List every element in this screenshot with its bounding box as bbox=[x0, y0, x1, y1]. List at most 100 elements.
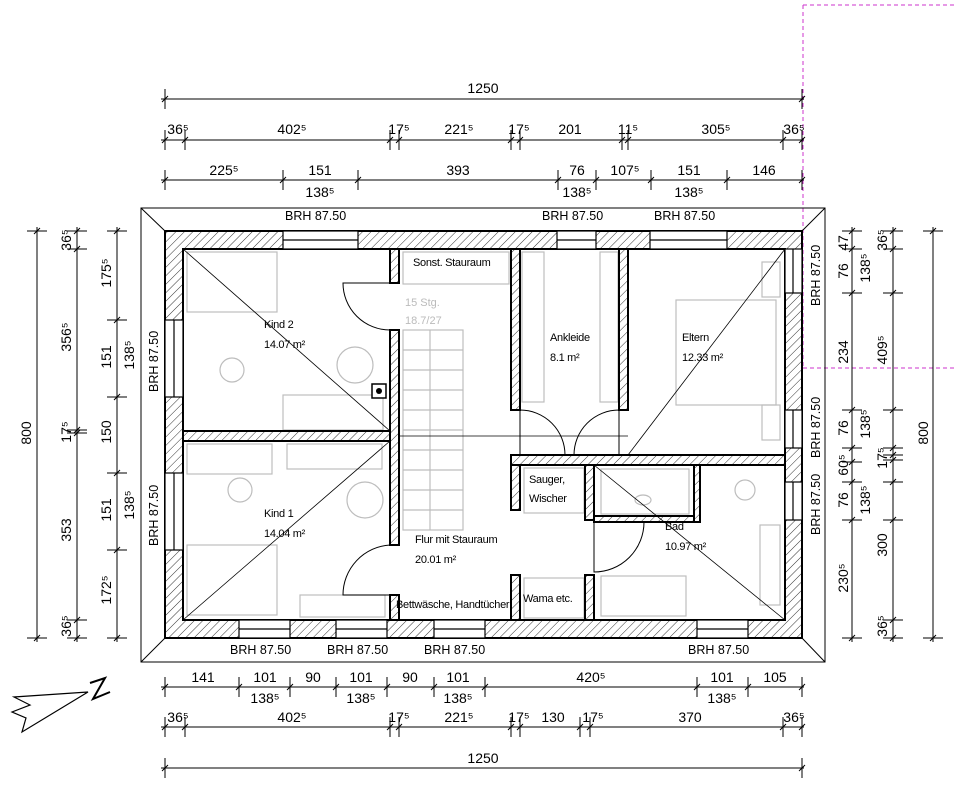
storage-sonst: Sonst. Stauraum bbox=[413, 257, 491, 269]
dim-label: 225⁵ bbox=[209, 162, 238, 178]
dim-label: 101 bbox=[253, 669, 277, 685]
dimension-line bbox=[889, 456, 897, 464]
dimension-line bbox=[383, 683, 391, 691]
dim-label: 17⁵ bbox=[508, 709, 529, 725]
dimension-line bbox=[181, 723, 189, 731]
dim-bottom-total: 1250 bbox=[467, 750, 498, 766]
dimension-line bbox=[848, 444, 856, 452]
storage-wama: Wama etc. bbox=[523, 593, 573, 605]
dim-label: 305⁵ bbox=[701, 121, 730, 137]
dim-label: 17⁵ bbox=[388, 121, 409, 137]
dim-label: 221⁵ bbox=[444, 709, 473, 725]
dimension-line bbox=[779, 136, 787, 144]
brh-label: BRH 87.50 bbox=[147, 485, 161, 546]
dim-label: 138⁵ bbox=[121, 340, 137, 369]
dimension-line bbox=[744, 683, 752, 691]
dimension-line bbox=[161, 764, 169, 772]
brh-label: BRH 87.50 bbox=[688, 643, 749, 657]
dimension-line bbox=[386, 136, 394, 144]
dim-top-total: 1250 bbox=[467, 80, 498, 96]
dimension-line bbox=[798, 95, 806, 103]
dim-label: 90 bbox=[305, 669, 321, 685]
left-dimensions: 800 36⁵ 356⁵ 17⁵ 353 36⁵ 175⁵ 151 150 15… bbox=[18, 229, 137, 636]
dimension-line bbox=[430, 683, 438, 691]
dimension-line bbox=[848, 289, 856, 297]
dim-label: 230⁵ bbox=[835, 563, 851, 592]
dim-label: 36⁵ bbox=[167, 709, 188, 725]
windows[interactable] bbox=[164, 230, 803, 639]
dimension-line bbox=[889, 406, 897, 414]
doors[interactable] bbox=[342, 282, 645, 596]
dimension-line bbox=[848, 245, 856, 253]
dim-label: 141 bbox=[191, 669, 215, 685]
dim-label: 76 bbox=[835, 263, 851, 279]
stair-ratio: 18.7/27 bbox=[405, 315, 442, 327]
dim-label: 138⁵ bbox=[857, 485, 873, 514]
storage-bettwaesche: Bettwäsche, Handtücher bbox=[396, 599, 510, 611]
dim-label: 17⁵ bbox=[582, 709, 603, 725]
dim-label: 101 bbox=[349, 669, 373, 685]
dimension-line bbox=[113, 634, 121, 642]
dim-label: 101 bbox=[446, 669, 470, 685]
dim-label: 138⁵ bbox=[443, 690, 472, 706]
dim-label: 138⁵ bbox=[562, 184, 591, 200]
dimension-line bbox=[889, 516, 897, 524]
dim-label: 138⁵ bbox=[707, 690, 736, 706]
dim-label: 11⁵ bbox=[618, 121, 638, 137]
dimension-line bbox=[647, 176, 655, 184]
dimension-line bbox=[889, 289, 897, 297]
dim-label: 146 bbox=[752, 162, 776, 178]
brh-label: BRH 87.50 bbox=[424, 643, 485, 657]
dimension-line bbox=[395, 136, 403, 144]
dim-label: 300 bbox=[874, 533, 890, 557]
dimension-line bbox=[848, 634, 856, 642]
dim-label: 17⁵ bbox=[874, 447, 890, 468]
dim-label: 172⁵ bbox=[98, 575, 114, 604]
dimension-line bbox=[33, 634, 41, 642]
dim-left-total: 800 bbox=[18, 421, 34, 445]
dim-label: 76 bbox=[569, 162, 585, 178]
dim-label: 138⁵ bbox=[305, 184, 334, 200]
dim-label: 175⁵ bbox=[98, 258, 114, 287]
dimension-line bbox=[161, 683, 169, 691]
dimension-lines bbox=[27, 89, 943, 778]
dim-label: 370 bbox=[678, 709, 702, 725]
dim-label: 402⁵ bbox=[277, 121, 306, 137]
dim-label: 138⁵ bbox=[346, 690, 375, 706]
room-eltern-area: 12.33 m² bbox=[682, 352, 724, 364]
dim-label: 138⁵ bbox=[121, 490, 137, 519]
dimension-line bbox=[113, 227, 121, 235]
dim-label: 356⁵ bbox=[58, 322, 74, 351]
dim-label: 36⁵ bbox=[58, 229, 74, 250]
dim-label: 353 bbox=[58, 518, 74, 542]
room-kind1-area: 14.04 m² bbox=[264, 528, 306, 540]
dim-label: 138⁵ bbox=[674, 184, 703, 200]
room-bad-area: 10.97 m² bbox=[665, 541, 707, 553]
dimension-line bbox=[586, 723, 594, 731]
north-arrow-icon bbox=[10, 676, 111, 734]
dimension-line bbox=[889, 634, 897, 642]
dimension-line bbox=[798, 723, 806, 731]
dimension-line bbox=[889, 227, 897, 235]
dimension-line bbox=[516, 723, 524, 731]
dim-label: 151 bbox=[677, 162, 701, 178]
brh-label: BRH 87.50 bbox=[542, 209, 603, 223]
room-kind2-area: 14.07 m² bbox=[264, 339, 306, 351]
dim-label: 107⁵ bbox=[610, 162, 639, 178]
dim-label: 101 bbox=[710, 669, 734, 685]
dimension-line bbox=[798, 176, 806, 184]
room-markers bbox=[182, 248, 786, 621]
dimension-line bbox=[618, 136, 626, 144]
dim-label: 402⁵ bbox=[277, 709, 306, 725]
dimension-line bbox=[113, 469, 121, 477]
brh-label: BRH 87.50 bbox=[809, 245, 823, 306]
dimension-line bbox=[73, 616, 81, 624]
storage-wischer: Wischer bbox=[529, 493, 567, 505]
dim-label: 36⁵ bbox=[874, 615, 890, 636]
dim-label: 420⁵ bbox=[576, 669, 605, 685]
dimension-line bbox=[113, 316, 121, 324]
walls bbox=[164, 230, 803, 639]
room-ankleide-area: 8.1 m² bbox=[550, 352, 580, 364]
room-labels: Kind 2 14.07 m² Kind 1 14.04 m² Ankleide… bbox=[264, 257, 724, 611]
